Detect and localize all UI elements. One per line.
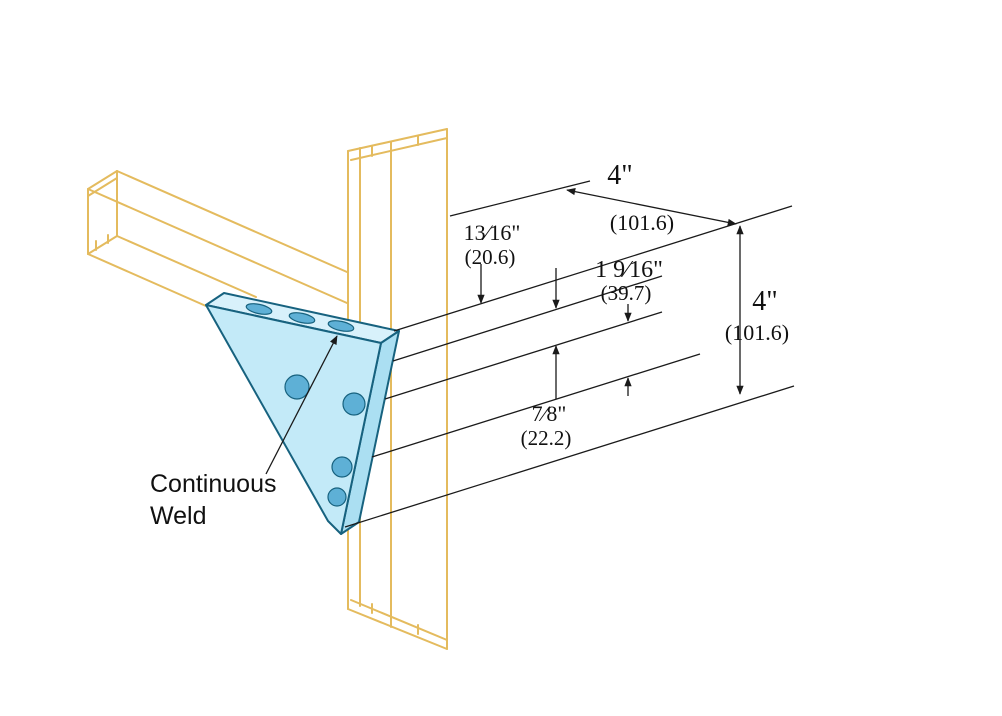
dim-lower-offset-in: 7⁄8"	[532, 401, 567, 426]
weld-note-line1: Continuous	[150, 470, 276, 498]
dim-top-depth-in: 4"	[607, 160, 632, 191]
side-hole-4	[327, 487, 347, 507]
vertical-channel-body	[348, 129, 447, 649]
weld-note-line2: Weld	[150, 502, 207, 530]
dimension-labels: 4" (101.6) 13⁄16" (20.6) 1 9⁄16" (39.7) …	[464, 160, 789, 450]
side-hole-1	[284, 374, 310, 400]
ext-line-bracket-bottom	[344, 385, 795, 528]
ext-line-hole-row-2	[384, 311, 663, 400]
dim-side-height-mm: (101.6)	[725, 320, 789, 345]
dim-first-hole-in: 13⁄16"	[464, 220, 521, 245]
dim-hole-spacing-mm: (39.7)	[601, 281, 652, 305]
weld-note: Continuous Weld	[150, 470, 276, 530]
dim-lower-offset-mm: (22.2)	[521, 426, 572, 450]
side-hole-2	[342, 392, 366, 416]
dim-hole-spacing-in: 1 9⁄16"	[595, 257, 663, 283]
side-hole-3	[331, 456, 353, 478]
weld-leader-arrow	[265, 335, 338, 475]
dim-top-depth-mm: (101.6)	[610, 210, 674, 235]
ext-line-bracket-top	[393, 205, 793, 332]
ext-line-channel-top	[449, 180, 591, 217]
top-hole-2	[288, 312, 316, 324]
dim-side-height-in: 4"	[752, 286, 777, 317]
dim-line-top-depth	[566, 188, 737, 226]
dim-first-hole-mm: (20.6)	[465, 245, 516, 269]
ext-line-hole-row-1	[392, 275, 663, 362]
ext-line-hole-row-3	[371, 353, 701, 458]
top-hole-3	[327, 320, 355, 332]
top-hole-1	[245, 303, 273, 315]
dimension-lines	[265, 180, 795, 528]
